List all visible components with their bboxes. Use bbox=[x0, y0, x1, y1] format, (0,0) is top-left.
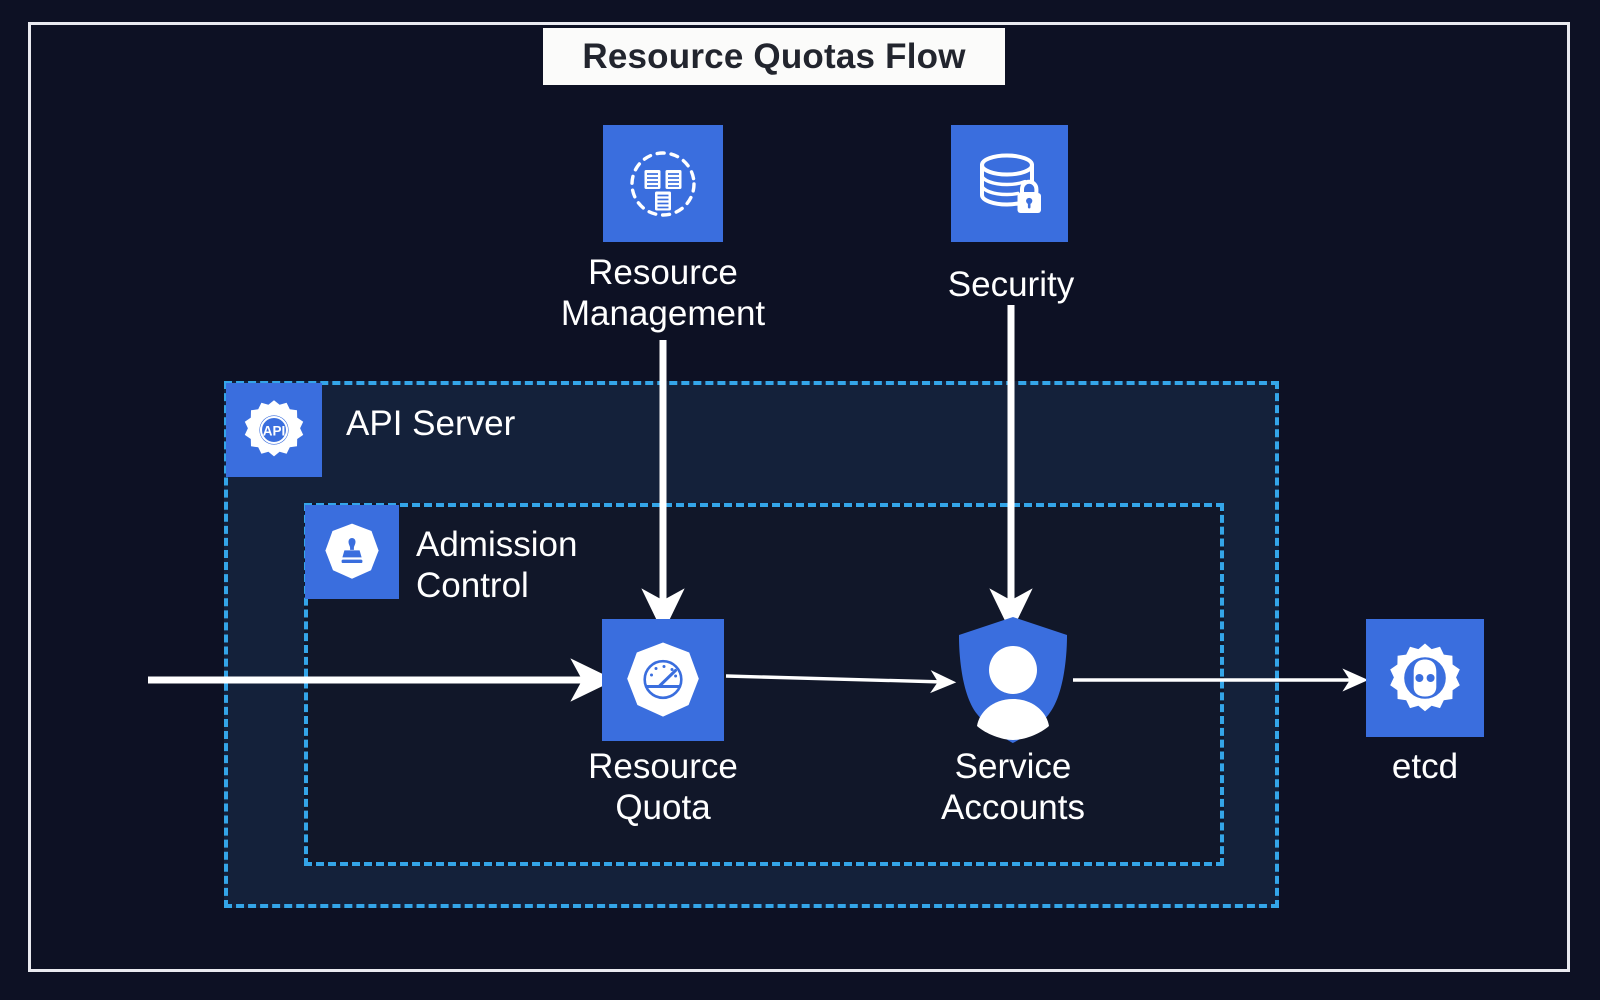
node-resource-management-tile[interactable] bbox=[603, 125, 723, 242]
group-icon-admission-control[interactable] bbox=[305, 505, 399, 599]
group-label-api-server: API Server bbox=[346, 404, 516, 443]
diagram-title-banner: Resource Quotas Flow bbox=[543, 28, 1005, 85]
node-resource-quota-tile[interactable] bbox=[602, 619, 724, 741]
node-label-resource-management: Resource Management bbox=[560, 253, 766, 333]
group-panel-admission-control bbox=[304, 503, 1224, 866]
api-gear-icon: API bbox=[241, 397, 307, 463]
svg-text:API: API bbox=[263, 423, 286, 438]
node-label-etcd: etcd bbox=[1391, 747, 1459, 786]
node-label-service-accounts: Service Accounts bbox=[941, 747, 1085, 827]
group-icon-api-server[interactable]: API bbox=[226, 383, 322, 477]
node-label-resource-quota: Resource Quota bbox=[588, 747, 738, 827]
database-lock-icon bbox=[974, 148, 1046, 220]
dashed-circle-records-icon bbox=[625, 146, 701, 222]
page-title: Resource Quotas Flow bbox=[582, 36, 966, 76]
stamp-heptagon-icon bbox=[320, 520, 384, 584]
node-service-accounts-shield[interactable] bbox=[951, 614, 1075, 746]
group-label-admission-control: Admission Control bbox=[416, 525, 578, 605]
node-label-security: Security bbox=[947, 265, 1075, 304]
shield-user-icon bbox=[951, 614, 1075, 746]
node-etcd-tile[interactable] bbox=[1366, 619, 1484, 737]
etcd-gear-icon bbox=[1386, 639, 1464, 717]
node-security-tile[interactable] bbox=[951, 125, 1068, 242]
diagram-outer-frame bbox=[28, 22, 1570, 972]
gauge-heptagon-icon bbox=[620, 637, 706, 723]
